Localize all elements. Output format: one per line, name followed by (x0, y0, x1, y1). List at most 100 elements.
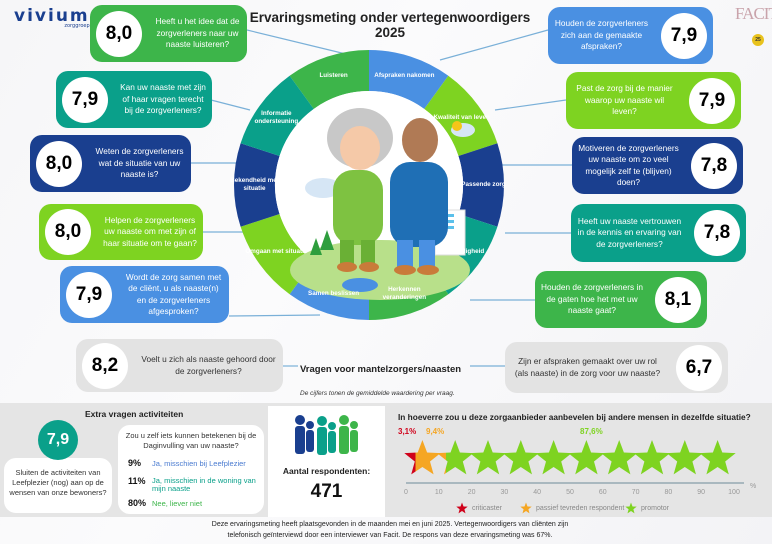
question-card-informatie: 7,9 Kan uw naaste met zijn of haar vragen… (56, 71, 212, 128)
passive-pct: 9,4% (426, 427, 445, 436)
question-text: Weten de zorgverleners wat de situatie v… (95, 146, 184, 180)
segment-label: Deskundigheid (439, 248, 485, 256)
question-text: Heeft u het idee dat de zorgverleners na… (155, 16, 240, 50)
segment-label: Passende zorg (461, 181, 506, 188)
scores-note: De cijfers tonen de gemiddelde waarderin… (300, 390, 455, 397)
x-tick-label: 60 (598, 489, 607, 496)
option-1: 9%Ja, misschien bij Leefplezier (128, 458, 246, 468)
question-text: Houden de zorgverleners in de gaten hoe … (541, 282, 643, 316)
activity-question-card: Sluiten de activiteiten van Leefplezier … (4, 458, 112, 513)
bottom-panel: Extra vragen activiteiten Sluiten de act… (0, 403, 772, 517)
question-card-samen: 7,9 Wordt de zorg samen met de cliënt, u … (60, 266, 229, 323)
score-badge: 7,9 (661, 12, 707, 59)
star-mark (699, 440, 736, 475)
question-text: Helpen de zorgverleners uw naaste om met… (103, 214, 197, 248)
respondents-label: Aantal respondenten: (282, 466, 371, 476)
score-badge: 8,0 (36, 140, 82, 187)
daginvulling-question: Zou u zelf iets kunnen betekenen bij de … (125, 431, 257, 450)
segment-label: Herkennen veranderingen (382, 285, 427, 301)
connector-line (494, 99, 567, 111)
legend-item: promotor (625, 502, 669, 514)
star-mark (502, 440, 539, 475)
question-text: Wordt de zorg samen met de cliënt, u als… (125, 271, 222, 317)
legend-item: passief tevreden respondent (520, 502, 624, 514)
score-badge: 8,0 (96, 10, 142, 57)
footer-note: Deze ervaringsmeting heeft plaatsgevonde… (211, 521, 569, 539)
segment-label: Informatie ondersteuning (254, 109, 299, 125)
ring-segment (458, 143, 504, 227)
promotor-pct: 87,6% (580, 427, 603, 436)
anniversary-badge: 25 (752, 34, 764, 46)
star-mark (568, 440, 605, 475)
x-tick-label: 90 (697, 489, 706, 496)
caregiver-heading: Vragen voor mantelzorgers/naasten (300, 364, 462, 375)
question-text: Zijn er afspraken gemaakt over uw rol (a… (514, 356, 661, 378)
x-tick-label: 70 (631, 489, 640, 496)
option-2: 11%Ja, misschien in de woning van mijn n… (128, 476, 256, 493)
ring-segment (240, 75, 314, 156)
people-icon (295, 415, 358, 455)
question-card-bekendheid: 8,0 Weten de zorgverleners wat de situati… (30, 135, 191, 192)
ring-segment (289, 50, 369, 109)
question-text: Motiveren de zorgverleners uw naaste om … (578, 142, 679, 188)
star-mark (633, 440, 671, 475)
x-tick-label: 0 (404, 489, 408, 496)
score-badge: 7,9 (689, 77, 735, 124)
activity-score-badge: 7,9 (38, 420, 78, 460)
connector-line (246, 29, 351, 56)
x-tick-label: 80 (664, 489, 673, 496)
elderly-couple-illustration (290, 108, 475, 300)
question-text: Heeft uw naaste vertrouwen in de kennis … (577, 215, 682, 249)
question-card-afspraken: Houden de zorgverleners zich aan de gema… (548, 7, 713, 64)
question-text: Past de zorg bij de manier waarop uw naa… (576, 83, 673, 117)
segment-label: Kwaliteit van leven (433, 113, 490, 121)
score-badge: 7,8 (694, 210, 740, 256)
question-text: Houden de zorgverleners zich aan de gema… (554, 18, 649, 52)
x-tick-label: 10 (434, 489, 443, 496)
recommendation-star-chart (404, 440, 744, 484)
score-badge: 7,9 (66, 271, 112, 318)
star-icon (625, 502, 637, 514)
star-mark (469, 440, 507, 475)
connector-line (228, 314, 321, 317)
score-badge: 6,7 (676, 344, 722, 391)
segment-label: Bekendheid met situatie (230, 177, 279, 192)
question-card-luisteren: 8,0 Heeft u het idee dat de zorgverleners… (90, 5, 247, 62)
star-mark (535, 440, 572, 475)
facit-logo: FACIT (735, 4, 772, 23)
score-badge: 8,0 (45, 209, 91, 255)
recommend-title: In hoeverre zou u deze zorgaanbieder aan… (398, 412, 751, 422)
x-tick-label: 40 (533, 489, 542, 496)
x-tick-label: 50 (566, 489, 574, 496)
x-tick-label: 100 (728, 489, 740, 496)
question-card-deskundigheid: Heeft uw naaste vertrouwen in de kennis … (571, 204, 746, 262)
ring-segment (424, 75, 498, 156)
score-badge: 7,9 (62, 76, 108, 123)
star-icon (456, 502, 468, 514)
question-card-omgaan: 8,0 Helpen de zorgverleners uw naaste om … (39, 204, 203, 260)
activity-question-text: Sluiten de activiteiten van Leefplezier … (9, 468, 107, 497)
respondents-count: 471 (310, 481, 343, 502)
score-badge: 7,8 (691, 142, 737, 189)
axis-unit: % (750, 483, 757, 490)
ring-segment (234, 143, 280, 227)
question-card-passende-zorg: Motiveren de zorgverleners uw naaste om … (572, 137, 743, 194)
criticaster-pct: 3,1% (398, 427, 417, 436)
x-tick-label: 30 (500, 489, 509, 496)
respondents-card: Aantal respondenten: 471 (268, 406, 385, 517)
star-icon (520, 502, 532, 514)
segment-label: Samen beslissen (308, 289, 360, 297)
star-mark (437, 440, 474, 475)
question-text: Kan uw naaste met zijn of haar vragen te… (120, 82, 206, 116)
star-mark (601, 440, 638, 475)
star-mark (666, 440, 703, 475)
star-mark (404, 440, 441, 475)
legend-item: criticaster (456, 502, 502, 514)
score-badge: 8,1 (655, 276, 701, 323)
segment-label: Luisteren (319, 72, 348, 80)
option-3: 80%Nee, liever niet (128, 498, 203, 508)
daginvulling-card: Zou u zelf iets kunnen betekenen bij de … (118, 425, 264, 514)
caregiver-question-role: Zijn er afspraken gemaakt over uw rol (a… (505, 342, 728, 393)
